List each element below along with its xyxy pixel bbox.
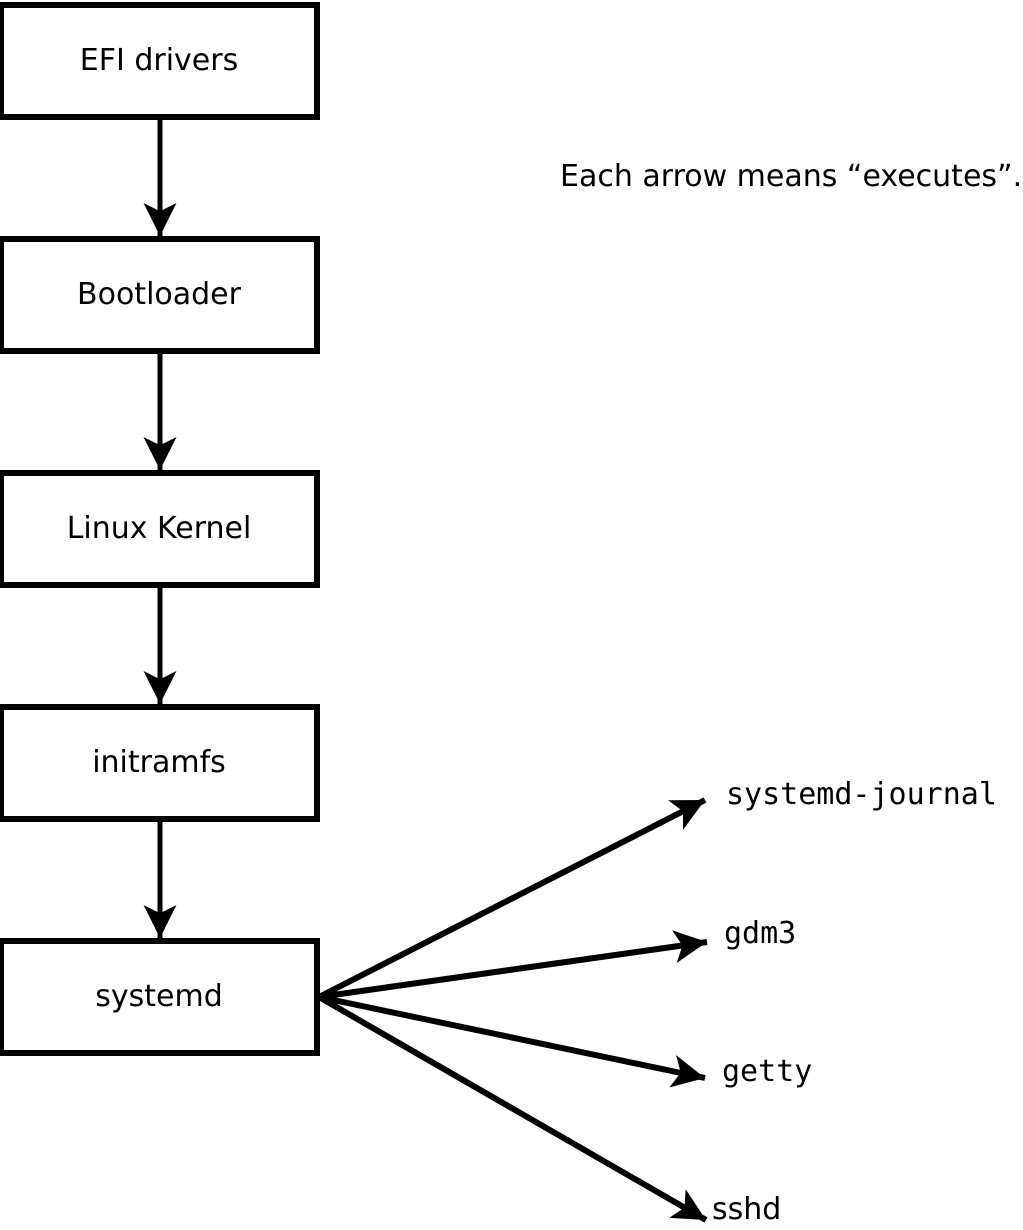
node-linux-kernel: Linux Kernel bbox=[0, 470, 320, 588]
arrow-systemd-to-sshd bbox=[317, 994, 708, 1223]
node-initramfs: initramfs bbox=[0, 704, 320, 822]
target-gdm3: gdm3 bbox=[724, 916, 797, 951]
target-getty: getty bbox=[722, 1054, 813, 1089]
arrow-systemd-to-gdm3 bbox=[318, 930, 708, 1000]
target-sshd: sshd bbox=[712, 1192, 782, 1227]
arrow-systemd-to-systemd-journal bbox=[317, 797, 707, 1000]
node-linux-kernel-label: Linux Kernel bbox=[66, 511, 252, 546]
node-systemd: systemd bbox=[0, 938, 320, 1056]
arrow-legend-note: Each arrow means “executes”. bbox=[560, 159, 1023, 194]
node-bootloader: Bootloader bbox=[0, 236, 320, 354]
node-systemd-label: systemd bbox=[95, 979, 223, 1014]
node-initramfs-label: initramfs bbox=[92, 745, 226, 780]
node-bootloader-label: Bootloader bbox=[77, 277, 241, 312]
arrow-systemd-to-getty bbox=[318, 994, 706, 1088]
target-systemd-journal: systemd-journal bbox=[726, 777, 997, 812]
node-efi-drivers: EFI drivers bbox=[0, 2, 320, 120]
node-efi-drivers-label: EFI drivers bbox=[79, 43, 239, 78]
